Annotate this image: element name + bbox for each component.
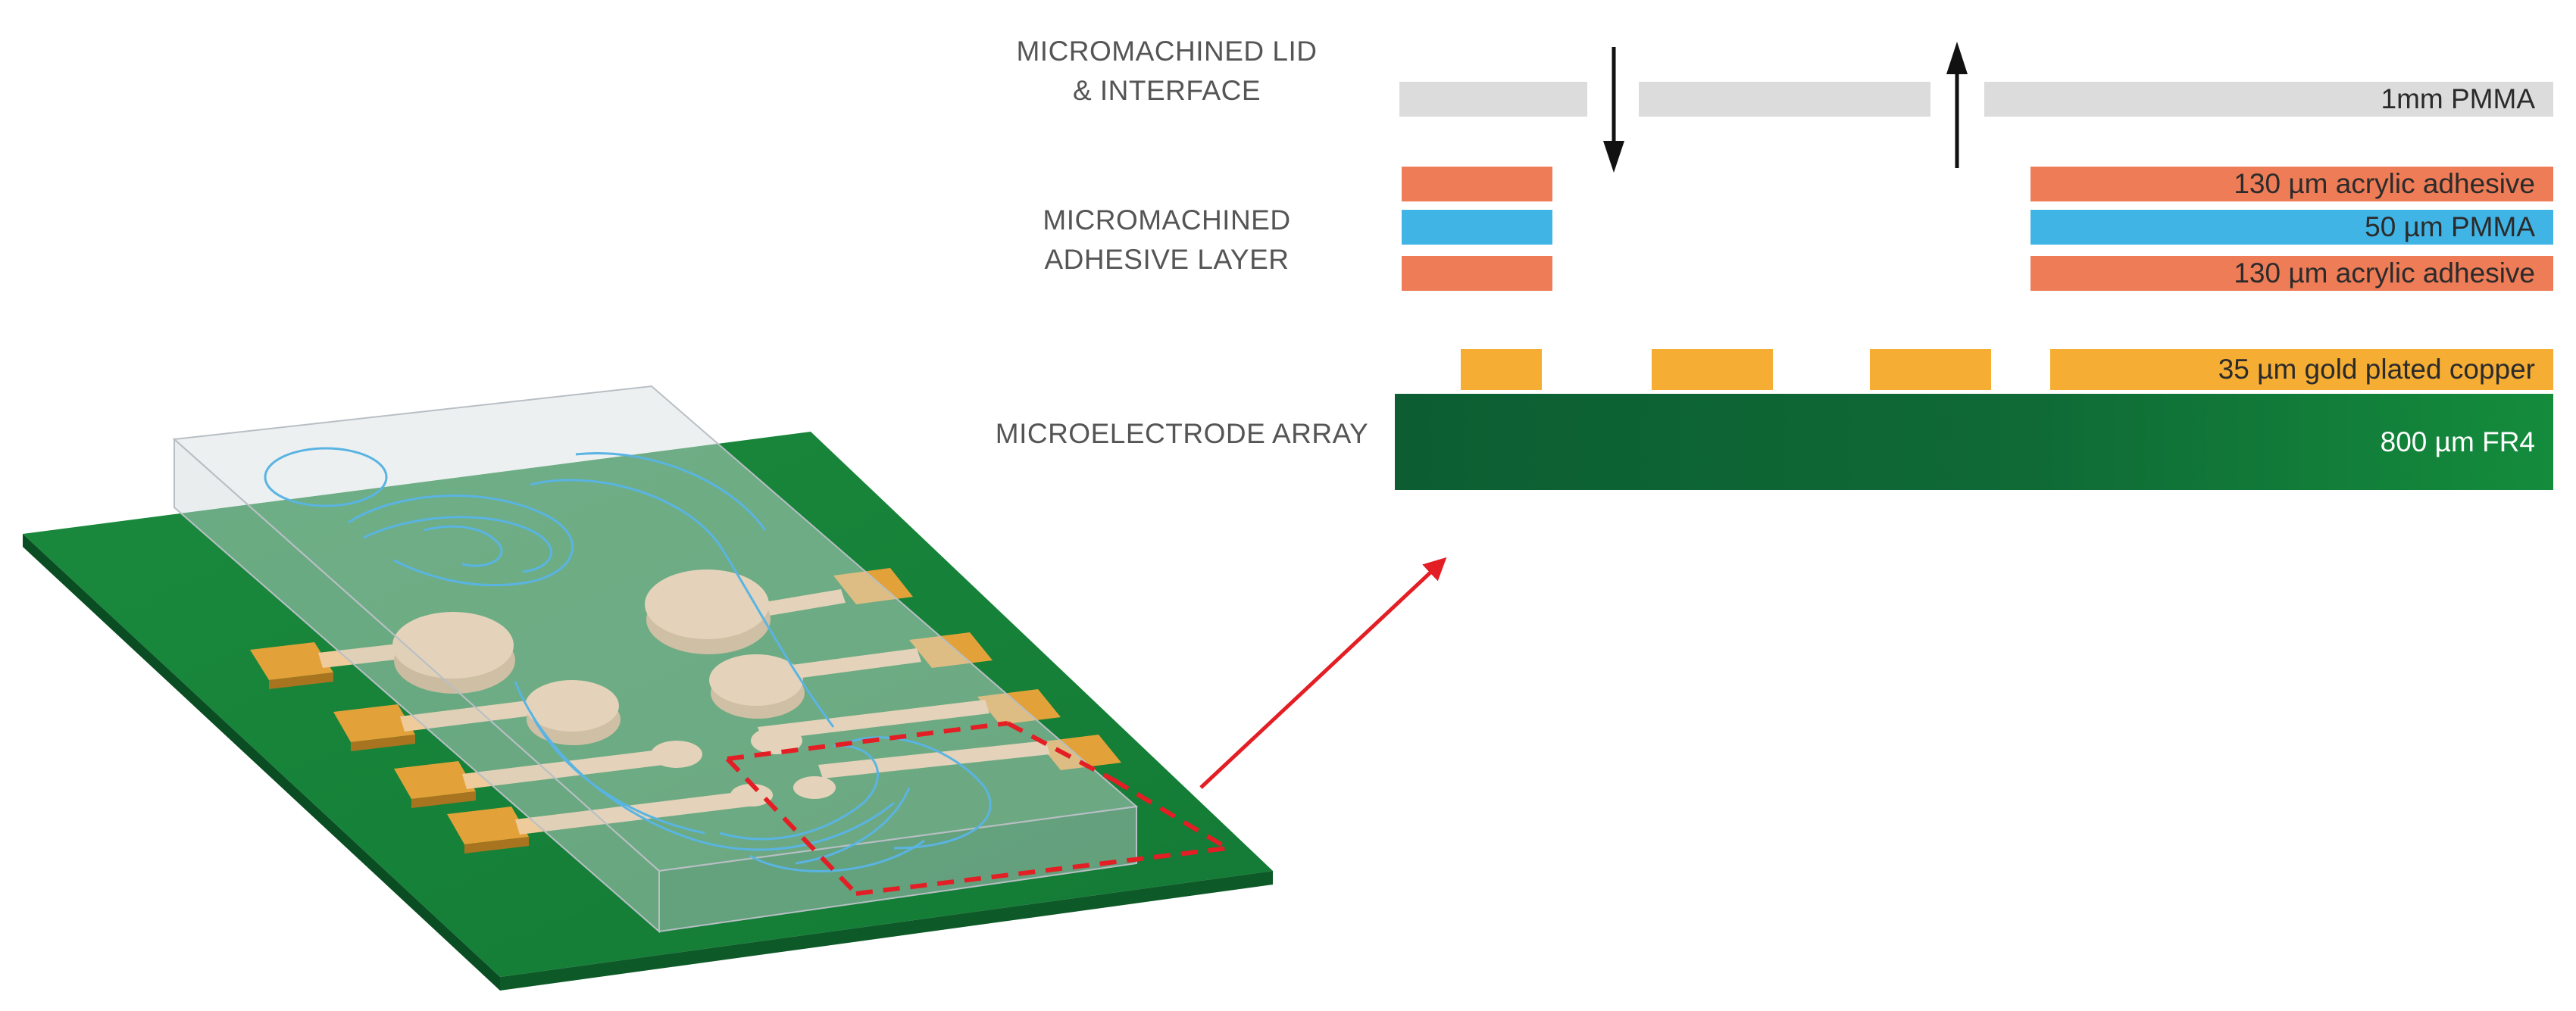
inlet-arrow-down [1603, 47, 1624, 173]
copper-pad-1 [1461, 349, 1542, 390]
pmma-lid-label: 1mm PMMA [2381, 83, 2536, 114]
contact-pads-left [250, 642, 529, 853]
device-3d-view [23, 385, 1273, 991]
adhesive-bottom-right: 130 µm acrylic adhesive [2030, 256, 2553, 291]
adhesive-bottom-label: 130 µm acrylic adhesive [2234, 257, 2535, 289]
pmma-mid-right: 50 µm PMMA [2030, 210, 2553, 245]
copper-pad-2 [1652, 349, 1773, 390]
electrode-section-label: MICROELECTRODE ARRAY [970, 414, 1394, 454]
adhesive-label-line1: MICROMACHINED [1043, 204, 1291, 236]
adhesive-top-label: 130 µm acrylic adhesive [2234, 168, 2535, 199]
pcb-board-front-edge [500, 871, 1273, 991]
pmma-mid-label: 50 µm PMMA [2365, 211, 2535, 242]
outlet-arrow-up [1946, 42, 1968, 168]
pmma-mid-left [1402, 210, 1552, 245]
pcb-board-left-edge [23, 534, 500, 991]
copper-label: 35 µm gold plated copper [2218, 354, 2535, 385]
fr4-label: 800 µm FR4 [2380, 426, 2535, 457]
pmma-lid-3d [172, 385, 1139, 934]
electrode-traces [318, 589, 1050, 835]
callout-arrow [1199, 557, 1447, 789]
pmma-lid-segment-3: 1mm PMMA [1984, 82, 2553, 117]
adhesive-top-right: 130 µm acrylic adhesive [2030, 167, 2553, 201]
pcb-board-top [23, 432, 1273, 977]
lid-label-line2: & INTERFACE [1072, 75, 1261, 106]
copper-pad-4: 35 µm gold plated copper [2050, 349, 2553, 390]
lid-section-label: MICROMACHINED LID & INTERFACE [985, 32, 1349, 111]
adhesive-top-left [1402, 167, 1552, 201]
cross-section [1603, 42, 1968, 173]
adhesive-bottom-left [1402, 256, 1552, 291]
pmma-lid-segment-2 [1639, 82, 1930, 117]
fr4-substrate: 800 µm FR4 [1395, 394, 2553, 490]
electrodes [392, 569, 836, 807]
adhesive-label-line2: ADHESIVE LAYER [1044, 244, 1290, 275]
copper-pad-3 [1870, 349, 1991, 390]
adhesive-section-label: MICROMACHINED ADHESIVE LAYER [1008, 201, 1326, 279]
electrode-label: MICROELECTRODE ARRAY [995, 418, 1369, 449]
lid-label-line1: MICROMACHINED LID [1016, 36, 1318, 67]
cross-section-marker [725, 721, 1229, 896]
pmma-lid-segment-1 [1399, 82, 1587, 117]
contact-pads-right [833, 568, 1121, 770]
